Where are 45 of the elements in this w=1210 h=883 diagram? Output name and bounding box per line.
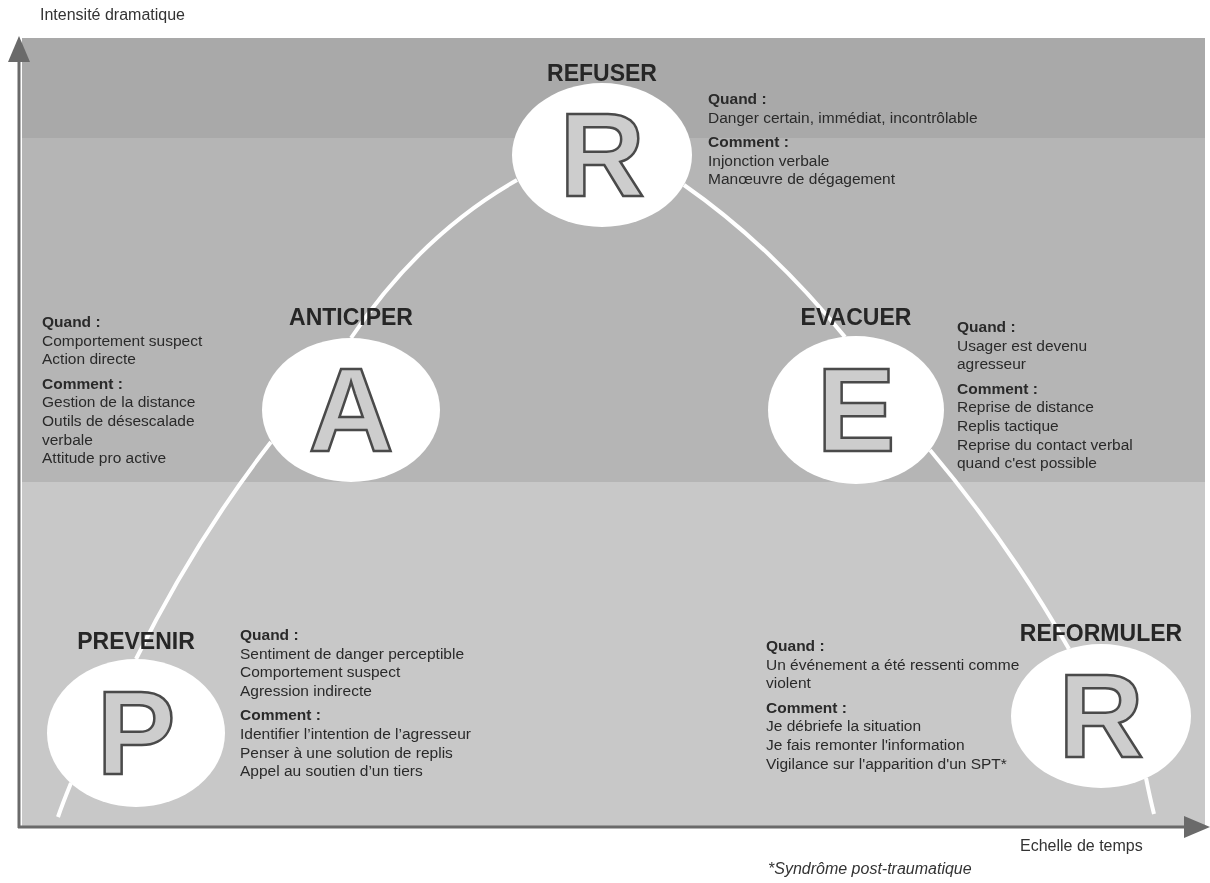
condition-heading: Comment :: [766, 698, 847, 718]
curve-line: [682, 183, 847, 339]
stage-title: ANTICIPER: [289, 304, 413, 331]
condition-text: Penser à une solution de replis: [240, 743, 454, 763]
condition-heading: Comment :: [42, 374, 123, 394]
condition-heading: Comment :: [708, 133, 789, 152]
condition-heading: Quand :: [766, 637, 825, 656]
condition-text: Reprise du contact verbal quand c'est possible: [957, 435, 1134, 473]
condition-heading: Quand :: [42, 313, 101, 332]
condition-text: Reprise de distance: [957, 398, 1095, 417]
condition-text: Outils de désescalade verbale: [42, 411, 196, 450]
condition-text: Comportement suspect: [240, 663, 402, 682]
stage-title: EVACUER: [800, 304, 912, 331]
condition-text: Sentiment de danger perceptible: [240, 644, 466, 664]
condition-text: Attitude pro active: [42, 449, 168, 468]
condition-text: Identifier l’intention de l’agresseur: [240, 724, 472, 744]
condition-text: Manœuvre de dégagement: [708, 170, 896, 189]
condition-heading: Quand :: [957, 318, 1016, 337]
condition-text: Usager est devenu agresseur: [957, 336, 1089, 374]
condition-text: Replis tactique: [957, 416, 1060, 436]
curve-line: [56, 782, 73, 818]
condition-text: Vigilance sur l'apparition d'un SPT*: [766, 754, 1008, 774]
condition-text: Agression indirecte: [240, 681, 373, 701]
condition-heading: Quand :: [240, 626, 299, 645]
condition-text: Un événement a été ressenti comme violent: [766, 655, 1021, 693]
condition-text: Je débriefe la situation: [766, 717, 923, 736]
axis-label: Intensité dramatique: [40, 6, 185, 24]
condition-text: Je fais remonter l'information: [766, 735, 966, 755]
curve-line: [1144, 777, 1156, 815]
condition-heading: Quand :: [708, 90, 767, 109]
curve-line: [349, 178, 519, 340]
stage-title: REFORMULER: [1019, 620, 1183, 647]
condition-text: Action directe: [42, 350, 137, 369]
axis-label: Echelle de temps: [1020, 837, 1143, 855]
condition-heading: Comment :: [957, 379, 1038, 399]
condition-text: Comportement suspect: [42, 331, 204, 351]
condition-text: Gestion de la distance: [42, 393, 197, 412]
curve-line: [928, 448, 1071, 650]
stage-title: PREVENIR: [77, 628, 195, 655]
condition-heading: Comment :: [240, 706, 321, 725]
condition-text: Appel au soutien d’un tiers: [240, 762, 424, 781]
condition-text: Injonction verbale: [708, 151, 831, 171]
footnote: *Syndrôme post-traumatique: [768, 860, 972, 878]
condition-text: Danger certain, immédiat, incontrôlable: [708, 108, 979, 128]
curve-line: [134, 440, 273, 660]
